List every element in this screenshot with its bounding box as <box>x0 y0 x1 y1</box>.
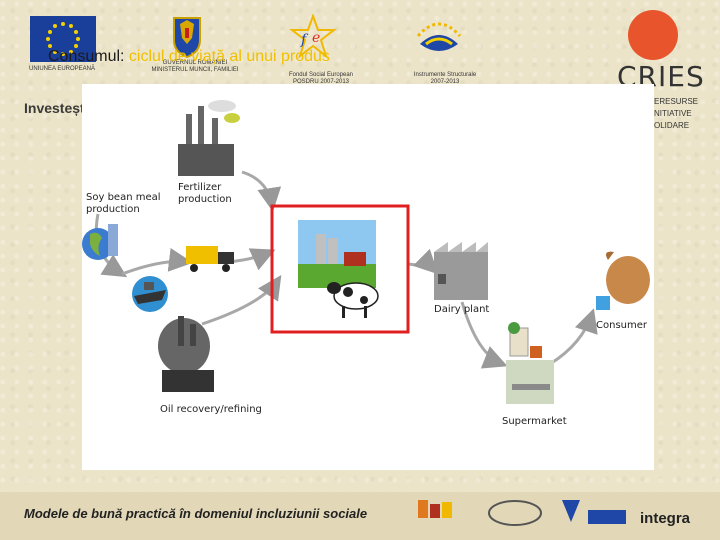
is-caption-line2: 2007-2013 <box>430 79 460 85</box>
fse-logo: f e <box>288 13 338 60</box>
eu-flag-logo <box>30 16 96 62</box>
slide-title-prefix: Consumul: <box>48 48 129 65</box>
serviciul-logo <box>560 498 582 524</box>
ro-caption-line2: MINISTERUL MUNCII, FAMILIEI <box>151 67 239 73</box>
partner-seal-logo <box>488 500 542 526</box>
label-oil-recovery: Oil recovery/refining <box>160 404 262 415</box>
slide-title-accent: ciclul de viață al unui produs <box>128 48 330 65</box>
svg-text:e: e <box>312 30 320 46</box>
farm-highlight-box <box>270 204 410 334</box>
arrow-ship-to-truck <box>121 247 193 276</box>
svg-text:f: f <box>300 32 309 48</box>
eu-caption-text: UNIUNEA EUROPEANĂ <box>28 66 95 72</box>
eu-caption: UNIUNEA EUROPEANĂ <box>22 66 102 73</box>
label-dairy-plant: Dairy plant <box>434 304 490 315</box>
is-caption-line1: Instrumente Structurale <box>413 72 477 78</box>
romania-crest-logo <box>172 14 202 59</box>
diagram-panel: Soy bean meal production Fertilizer prod… <box>82 84 654 470</box>
ro-caption: GUVERNUL ROMÂNIEI MINISTERUL MUNCII, FAM… <box>150 60 240 74</box>
ro-caption-line1: GUVERNUL ROMÂNIEI <box>162 60 228 66</box>
label-consumer: Consumer <box>596 320 647 331</box>
cow-icon <box>327 282 379 318</box>
arrow-fertilizer-to-farm <box>241 170 282 212</box>
instrumente-structurale-logo <box>412 14 466 60</box>
consumer-jug-icon <box>606 251 650 304</box>
cries-logo-circle <box>628 10 678 60</box>
supermarket-icon <box>506 322 554 404</box>
lifecycle-diagram <box>82 100 650 404</box>
dairy-plant-icon <box>434 242 488 300</box>
footer-title: Modele de bună practică în domeniul incl… <box>24 506 368 521</box>
ship-icon <box>132 276 168 312</box>
label-fertilizer-production: Fertilizer production <box>178 182 232 205</box>
soy-globe-icon <box>82 224 118 260</box>
fse-caption-line2: POSDRU 2007-2013 <box>292 79 350 85</box>
arrow-oil-to-farm <box>201 275 282 326</box>
is-caption: Instrumente Structurale 2007-2013 <box>400 72 490 86</box>
label-soy-bean-meal: Soy bean meal production <box>86 192 161 215</box>
truck-icon <box>186 246 234 272</box>
milk-cup-icon <box>596 296 610 310</box>
cries-subtext: ERESURSE NITIATIVE OLIDARE <box>654 96 698 132</box>
fse-caption: Fondul Social European POSDRU 2007-2013 <box>276 72 366 86</box>
iris-logo <box>418 498 458 520</box>
slide-title: Consumul: ciclul de viață al unui produs <box>48 48 330 66</box>
fertilizer-factory-icon <box>178 100 240 176</box>
integra-logo: integra <box>640 510 691 527</box>
arrow-supermarket-to-consumer <box>549 308 598 366</box>
farm-icon <box>298 220 376 288</box>
invest-text: Investește <box>24 100 93 116</box>
arrow-dairy-to-supermarket <box>460 301 508 369</box>
apel-logo <box>588 510 626 524</box>
oil-refinery-icon <box>158 316 214 392</box>
arrow-farm-to-dairy <box>406 248 439 275</box>
label-supermarket: Supermarket <box>502 416 567 427</box>
fse-caption-line1: Fondul Social European <box>288 72 354 78</box>
cries-sub-line2: NITIATIVE <box>654 109 692 118</box>
cries-sub-line3: OLIDARE <box>654 121 690 130</box>
cries-sub-line1: ERESURSE <box>654 97 699 106</box>
